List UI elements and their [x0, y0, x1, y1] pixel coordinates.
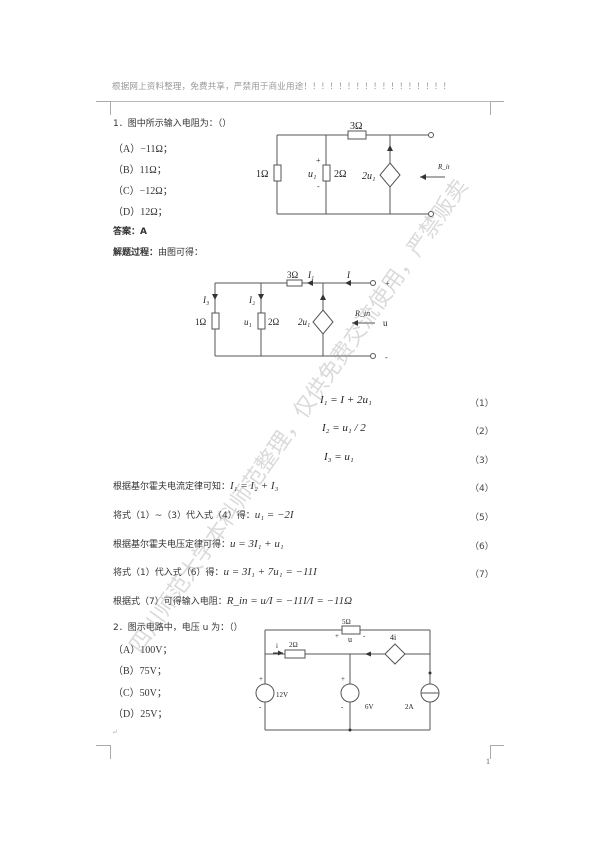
svg-text:2Ω: 2Ω — [268, 317, 280, 327]
corner-mark — [490, 101, 491, 115]
circuit-diagram-3: 5Ω + u - i 2Ω 4i 12V + - + - 6V 2A — [255, 618, 440, 732]
svg-text:1Ω: 1Ω — [195, 317, 207, 327]
equation-1: I₁ = I + 2u₁ — [320, 394, 372, 406]
svg-text:I₁: I₁ — [307, 270, 314, 280]
solution-row: 解题过程：由图可得： — [113, 245, 203, 258]
svg-text:R_in: R_in — [437, 163, 450, 171]
corner-mark — [96, 745, 110, 746]
input-resistance-row: 根据式（7）可得输入电阻：R_in = u/I = −11I/I = −11Ω — [113, 595, 353, 607]
circuit-diagram-2: 3Ω I₁ I + I₃ I₂ 1Ω 2Ω u₁ 2u₁ R_in u - — [195, 270, 390, 362]
svg-text:-: - — [317, 182, 320, 191]
q2-option-c: （C）50V； — [113, 688, 167, 699]
equation-4-row: 根据基尔霍夫电流定律可知：I₁ = I₂ + I₃ — [113, 480, 279, 492]
corner-mark — [110, 101, 111, 115]
header-divider — [110, 101, 490, 102]
equation-7-row: 将式（1）代入式（6）得：u = 3I₁ + 7u₁ = −11I — [113, 566, 317, 578]
q1-option-a: （A）−11Ω； — [113, 144, 173, 155]
svg-text:u₁: u₁ — [308, 169, 316, 180]
q2-option-d: （D）25V； — [113, 709, 168, 720]
question-2-stem: 2．图示电路中，电压 u 为：（） — [113, 623, 243, 633]
svg-text:6V: 6V — [365, 703, 374, 711]
answer-value: A — [140, 227, 147, 237]
svg-text:u: u — [383, 318, 388, 328]
svg-text:+: + — [259, 675, 263, 683]
svg-text:3Ω: 3Ω — [287, 270, 299, 280]
q1-option-b: （B）11Ω； — [113, 165, 167, 176]
svg-text:R_in: R_in — [354, 309, 370, 318]
equation-1-number: （1） — [470, 399, 494, 409]
svg-text:-: - — [259, 703, 262, 711]
svg-text:I₂: I₂ — [248, 295, 255, 305]
q2-option-a: （A）100V； — [113, 645, 173, 656]
svg-text:-: - — [363, 632, 366, 640]
label-3ohm: 3Ω — [350, 121, 362, 132]
equation-6-number: （6） — [470, 542, 494, 552]
equation-2-number: （2） — [470, 427, 494, 437]
svg-text:12V: 12V — [276, 691, 288, 699]
equation-5-number: （5） — [470, 513, 494, 523]
circuit-diagram-1: 3Ω 1Ω 2Ω u₁ + - 2u₁ R_in — [256, 121, 450, 217]
equation-4-number: （4） — [470, 484, 494, 494]
corner-mark — [110, 745, 111, 759]
equation-6-row: 根据基尔霍夫电压定律可得：u = 3I₁ + u₁ — [113, 538, 284, 550]
q1-option-c: （C）−12Ω； — [113, 186, 173, 197]
svg-text:-: - — [385, 353, 388, 362]
paragraph-mark: ↵ — [112, 728, 118, 736]
svg-text:-: - — [341, 703, 344, 711]
svg-text:u₁: u₁ — [244, 317, 252, 327]
svg-text:2Ω: 2Ω — [289, 641, 298, 649]
svg-text:+: + — [316, 156, 321, 165]
svg-text:5Ω: 5Ω — [342, 618, 351, 626]
page-header: 根据网上资料整理，免费共享，严禁用于商业用途！！！！！！！！！！！！！！！！！ — [112, 82, 452, 92]
svg-text:+: + — [385, 279, 390, 288]
svg-text:2u₁: 2u₁ — [298, 317, 310, 327]
svg-text:2Ω: 2Ω — [334, 169, 346, 180]
answer-label: 答案： — [113, 227, 141, 237]
svg-text:I₃: I₃ — [202, 295, 209, 305]
equation-3-number: （3） — [470, 456, 494, 466]
q1-option-d: （D）12Ω； — [113, 207, 168, 218]
svg-text:+: + — [341, 675, 345, 683]
corner-mark — [490, 745, 504, 746]
solution-intro: 由图可得： — [158, 248, 204, 258]
svg-text:2u₁: 2u₁ — [362, 171, 375, 182]
svg-text:2A: 2A — [405, 703, 414, 711]
svg-text:i: i — [276, 642, 278, 650]
svg-text:u: u — [348, 635, 352, 644]
svg-text:4i: 4i — [390, 633, 397, 642]
equation-5-row: 将式（1）~（3）代入式（4）得：u₁ = −2I — [113, 509, 294, 521]
answer-row: 答案：A — [113, 224, 147, 237]
question-1-stem: 1．图中所示输入电阻为：（） — [113, 119, 232, 129]
corner-mark — [490, 745, 491, 759]
corner-mark — [96, 101, 110, 102]
equation-3: I₃ = u₁ — [324, 451, 354, 463]
page-number: 1 — [486, 757, 490, 766]
svg-text:I: I — [346, 270, 351, 280]
equation-2: I₂ = u₁ / 2 — [322, 422, 366, 434]
corner-mark — [490, 101, 504, 102]
q2-option-b: （B）75V； — [113, 666, 167, 677]
svg-text:+: + — [335, 632, 339, 640]
solution-label: 解题过程： — [113, 248, 159, 258]
equation-7-number: （7） — [470, 570, 494, 580]
svg-text:1Ω: 1Ω — [256, 169, 268, 180]
